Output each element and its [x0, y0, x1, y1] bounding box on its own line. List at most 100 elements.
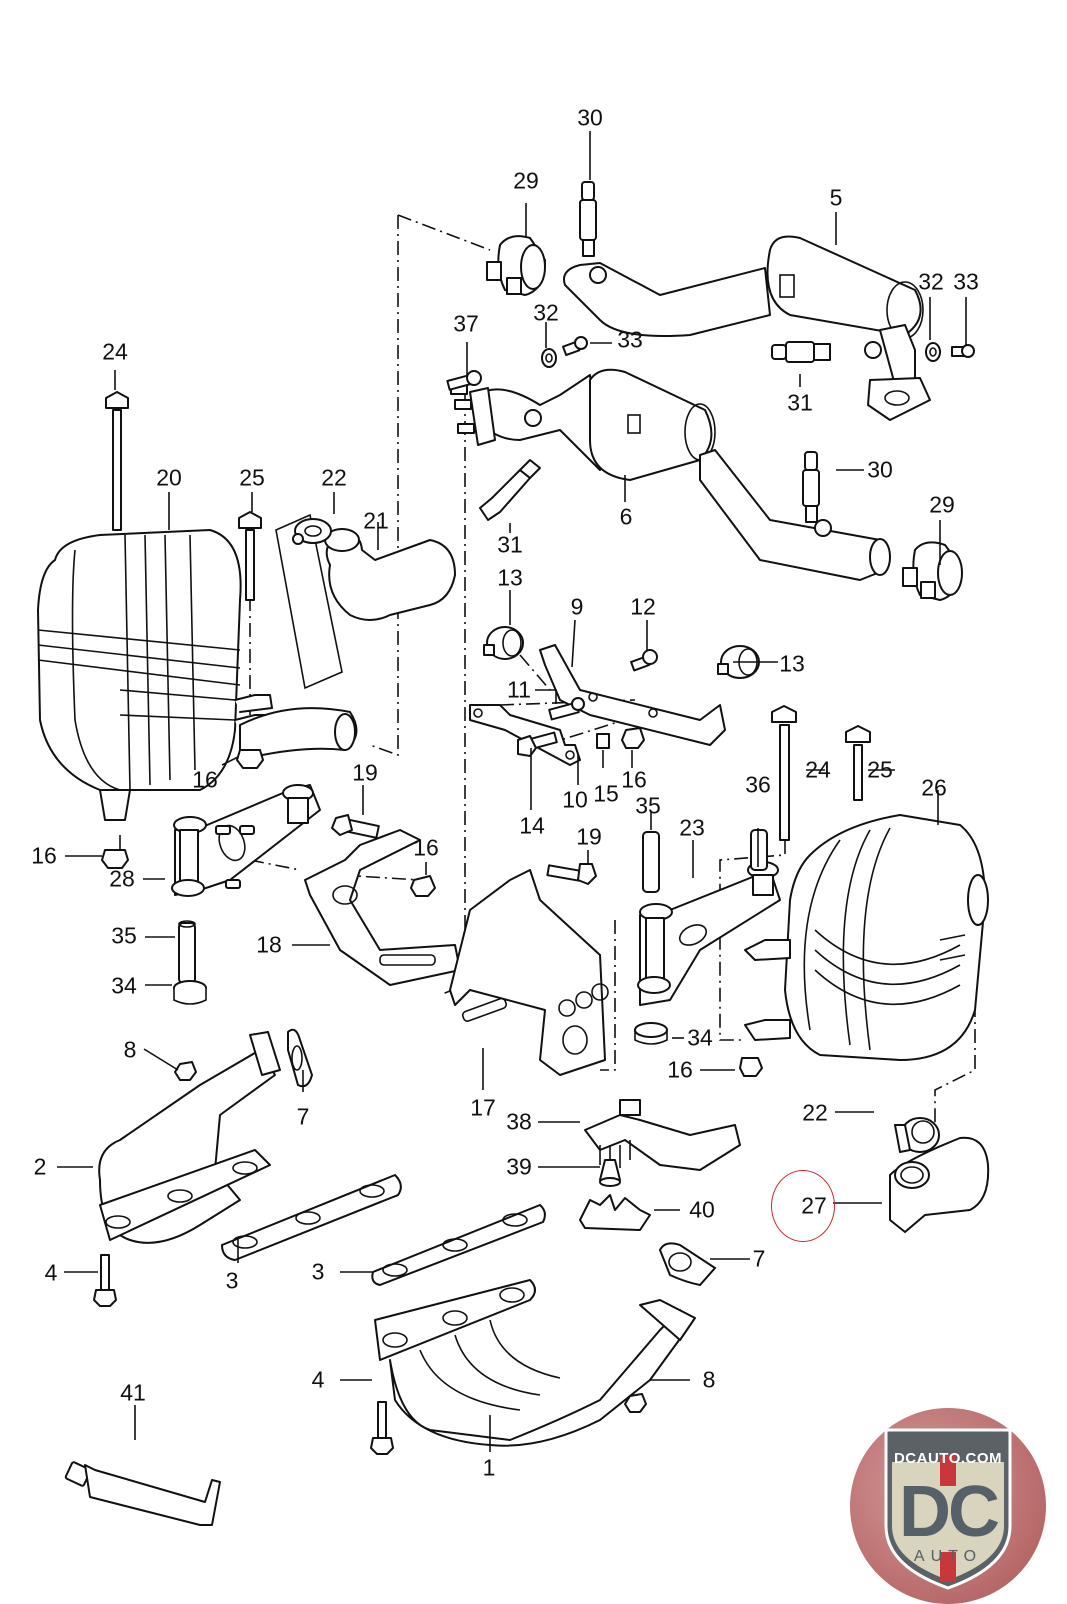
callout-22[interactable]: 22	[321, 464, 347, 491]
callout-22[interactable]: 22	[802, 1099, 828, 1126]
part-31-sensor-lower	[479, 459, 541, 521]
part-33-bolt-b	[951, 344, 975, 358]
watermark-site-text: DCAUTO.COM	[893, 1450, 1003, 1467]
callout-31[interactable]: 31	[497, 531, 523, 558]
callout-16[interactable]: 16	[667, 1056, 693, 1083]
part-24-bolt-left	[105, 391, 129, 531]
callout-13[interactable]: 13	[779, 650, 805, 677]
callout-4[interactable]: 4	[44, 1259, 58, 1286]
part-12-bolt	[630, 649, 658, 672]
callout-35[interactable]: 35	[111, 922, 137, 949]
part-1-exhaust-manifold-right	[374, 1279, 696, 1447]
callout-34[interactable]: 34	[111, 972, 137, 999]
callout-12[interactable]: 12	[630, 593, 656, 620]
callout-30[interactable]: 30	[577, 104, 603, 131]
part-8-nut-right	[624, 1393, 647, 1413]
part-32-washer-b	[925, 342, 941, 362]
callout-41[interactable]: 41	[120, 1379, 146, 1406]
callout-38[interactable]: 38	[506, 1108, 532, 1135]
callout-8[interactable]: 8	[123, 1036, 137, 1063]
callout-16[interactable]: 16	[31, 842, 57, 869]
callout-40[interactable]: 40	[689, 1196, 715, 1223]
callout-8[interactable]: 8	[702, 1366, 716, 1393]
callout-19[interactable]: 19	[352, 759, 378, 786]
callout-21[interactable]: 21	[363, 507, 389, 534]
part-21-tailpipe	[324, 528, 456, 621]
part-23-bracket-right	[637, 861, 781, 1006]
callout-1[interactable]: 1	[482, 1454, 496, 1481]
callout-15[interactable]: 15	[593, 780, 619, 807]
part-17-bracket	[449, 869, 609, 1076]
callout-24[interactable]: 24	[102, 338, 128, 365]
part-20-muffler-left	[37, 529, 358, 821]
part-14-bolt	[517, 731, 558, 757]
callout-7[interactable]: 7	[296, 1103, 310, 1130]
callout-24[interactable]: 24	[805, 756, 831, 783]
callout-37[interactable]: 37	[453, 310, 479, 337]
part-33-bolt-a	[562, 336, 588, 357]
callout-7[interactable]: 7	[752, 1245, 766, 1272]
callout-5[interactable]: 5	[829, 184, 843, 211]
callout-23[interactable]: 23	[679, 814, 705, 841]
callout-32[interactable]: 32	[918, 268, 944, 295]
part-4-bolt-right	[370, 1401, 394, 1455]
callout-2[interactable]: 2	[33, 1153, 47, 1180]
part-6-catalytic-converter	[450, 368, 891, 581]
callout-13[interactable]: 13	[497, 564, 523, 591]
callout-16[interactable]: 16	[621, 766, 647, 793]
part-8-nut-left	[174, 1061, 197, 1081]
callout-3[interactable]: 3	[225, 1267, 239, 1294]
callout-29[interactable]: 29	[929, 491, 955, 518]
part-16-nuts	[101, 727, 763, 1077]
callout-3[interactable]: 3	[311, 1258, 325, 1285]
callout-17[interactable]: 17	[470, 1094, 496, 1121]
part-11-bolt	[548, 697, 585, 721]
callout-39[interactable]: 39	[506, 1153, 532, 1180]
callout-4[interactable]: 4	[311, 1366, 325, 1393]
callout-25[interactable]: 25	[867, 756, 893, 783]
part-25-bolt-left	[238, 511, 262, 601]
part-35-sleeve-mid	[642, 831, 660, 893]
callout-11[interactable]: 11	[507, 676, 531, 703]
part-41-sealant-tube	[64, 1461, 221, 1526]
part-38-heat-shield	[584, 1099, 741, 1171]
part-34-bushing-left	[173, 980, 207, 1005]
callout-6[interactable]: 6	[619, 503, 633, 530]
part-30-oxygen-sensor-lower	[802, 451, 820, 523]
callout-31[interactable]: 31	[787, 389, 813, 416]
part-9-crossmember	[539, 644, 726, 746]
callout-32[interactable]: 32	[533, 299, 559, 326]
callout-20[interactable]: 20	[156, 464, 182, 491]
part-29-clamp-upper	[486, 235, 546, 296]
part-35-sleeve-left	[178, 920, 196, 984]
callout-33[interactable]: 33	[953, 268, 979, 295]
callout-18[interactable]: 18	[256, 931, 282, 958]
callout-28[interactable]: 28	[109, 865, 135, 892]
callout-14[interactable]: 14	[519, 812, 545, 839]
shield-icon	[884, 1428, 1012, 1590]
callout-34[interactable]: 34	[687, 1024, 713, 1051]
callout-9[interactable]: 9	[570, 593, 584, 620]
callout-35[interactable]: 35	[635, 792, 661, 819]
callout-26[interactable]: 26	[921, 774, 947, 801]
callout-16[interactable]: 16	[413, 834, 439, 861]
watermark-tagline: AUTO	[913, 1548, 983, 1565]
callout-29[interactable]: 29	[513, 167, 539, 194]
part-24-bolt-right	[771, 705, 797, 841]
callout-30[interactable]: 30	[867, 456, 893, 483]
part-7-gasket-left	[287, 1028, 314, 1088]
part-19-bolt-mid	[546, 863, 597, 885]
part-39-clip	[599, 1159, 621, 1187]
callout-10[interactable]: 10	[562, 786, 588, 813]
callout-36[interactable]: 36	[745, 771, 771, 798]
callout-16[interactable]: 16	[192, 766, 218, 793]
callout-19[interactable]: 19	[576, 823, 602, 850]
callout-33[interactable]: 33	[617, 326, 643, 353]
part-25-bolt-right	[845, 725, 871, 801]
part-3-gasket-left	[220, 1173, 402, 1262]
callout-25[interactable]: 25	[239, 464, 265, 491]
part-26-muffler-right	[744, 814, 989, 1061]
part-13-clamp-a	[483, 626, 524, 660]
callout-27-highlight-circle	[771, 1170, 835, 1242]
